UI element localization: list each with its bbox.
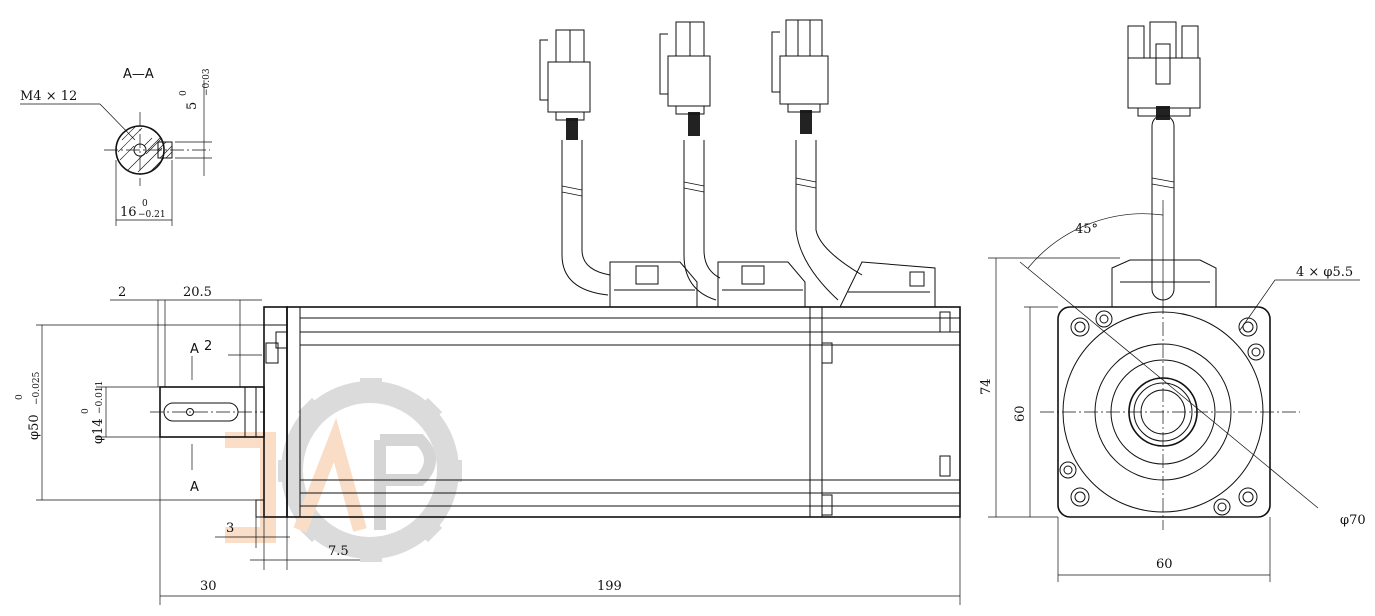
watermark-logo	[225, 378, 462, 562]
dim-shoulder: 2	[118, 285, 126, 300]
height-square-dim: 60	[1013, 405, 1028, 422]
dim-key-length: 20.5	[183, 285, 212, 300]
plug-connectors	[539, 19, 829, 121]
thread-label: M4 × 12	[20, 89, 77, 104]
svg-text:−0.011: −0.011	[95, 381, 105, 414]
front-view: 45° 4 × φ5.5 φ70 74 60 60	[979, 21, 1366, 582]
dim-body-length: 199	[597, 579, 622, 594]
svg-text:0: 0	[81, 408, 91, 414]
dim-flange-thickness: 7.5	[328, 544, 349, 559]
svg-text:−0.025: −0.025	[32, 371, 42, 405]
dim-shaft-length: 30	[200, 579, 217, 594]
svg-text:−0.03: −0.03	[202, 68, 212, 96]
cables	[561, 110, 863, 301]
svg-text:0: 0	[179, 90, 189, 96]
svg-text:0: 0	[142, 199, 148, 209]
section-mark-num: 2	[204, 339, 212, 354]
section-view-a-a: A—A M4 × 12 5 0	[20, 67, 212, 226]
svg-text:−0.21: −0.21	[138, 210, 166, 220]
section-mark-bottom: A	[190, 480, 199, 495]
section-title: A—A	[123, 67, 154, 82]
section-mark-top: A	[190, 342, 199, 357]
holes-dim: 4 × φ5.5	[1296, 265, 1353, 280]
connector-housings	[609, 261, 936, 308]
height-total-dim: 74	[979, 378, 994, 395]
pcd-dim: φ70	[1340, 513, 1366, 528]
side-view: A 2 A 2 20.5 φ50 0 −0.025 φ14 0 −0.011 3	[15, 19, 961, 605]
key-width-dim: 5	[185, 102, 200, 110]
key-depth-dim: 16	[120, 205, 137, 220]
angle-dim: 45°	[1075, 222, 1098, 237]
dim-flange-dia: φ50	[27, 414, 42, 440]
width-square-dim: 60	[1156, 557, 1173, 572]
svg-text:0: 0	[15, 394, 25, 400]
dim-step: 3	[226, 521, 234, 536]
dim-shaft-dia: φ14	[91, 418, 106, 444]
